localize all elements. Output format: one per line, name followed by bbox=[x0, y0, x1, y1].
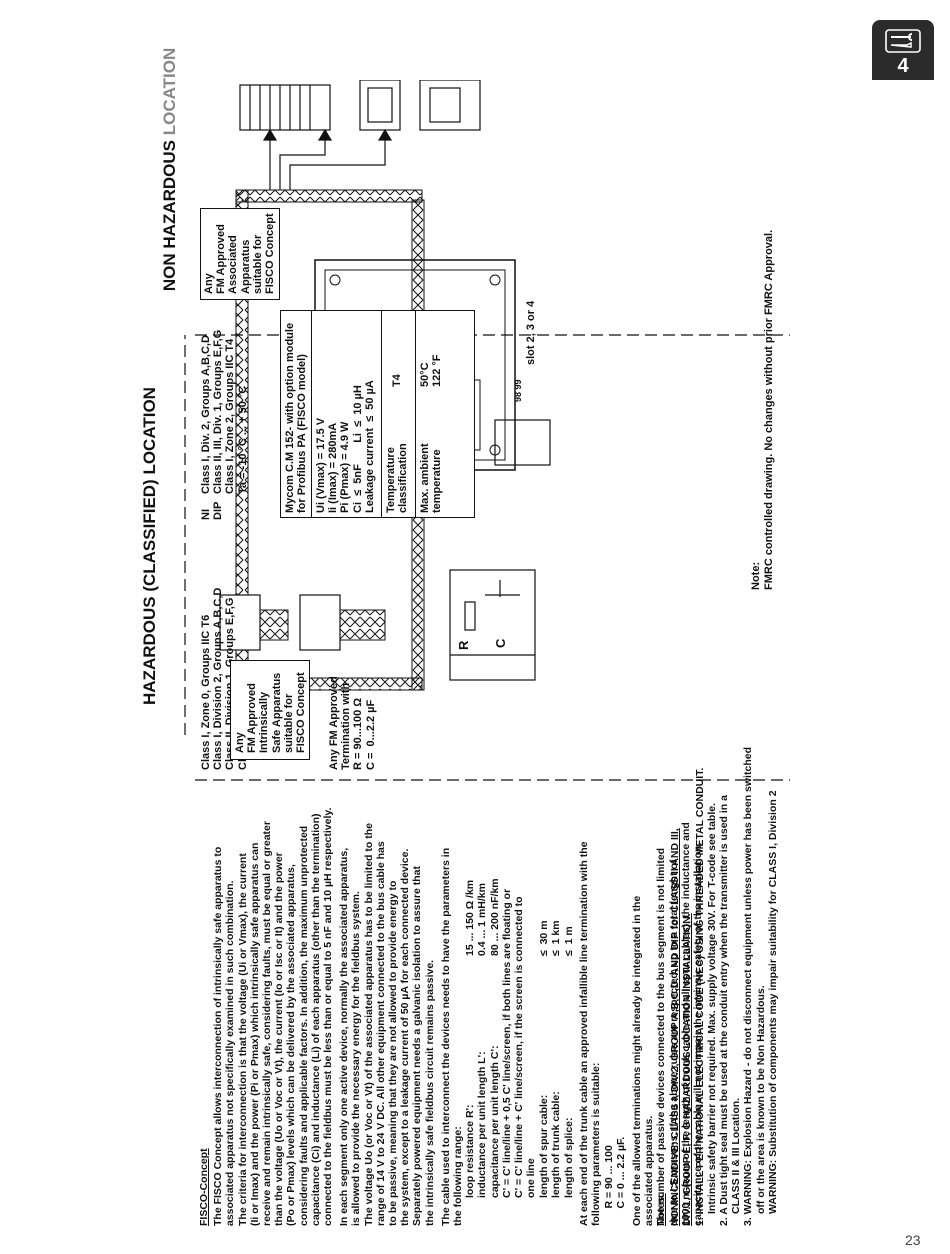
note-1a: 1. INSTALL PER NATIONAL ELECTRICAL CODE … bbox=[693, 767, 706, 1226]
zone-heading-hazardous: HAZARDOUS (CLASSIFIED) LOCATION bbox=[140, 387, 159, 705]
rotated-drawing-sheet: HAZARDOUS (CLASSIFIED) LOCATION NON HAZA… bbox=[100, 48, 800, 1240]
fm-associated-apparatus-box: Any FM Approved Associated Apparatus sui… bbox=[200, 208, 280, 300]
notes-underlined-1: NONINCENDIVE: CLASS I, DIV.2, GROUP A,B,… bbox=[669, 828, 682, 1226]
spur-cable-termination bbox=[334, 609, 386, 641]
mycom-title: Mycom C.M 152- with option module for Pr… bbox=[284, 322, 309, 513]
junction-box-termination bbox=[299, 594, 341, 651]
page-number: 23 bbox=[905, 1232, 921, 1248]
note-2a: 2. A Dust tight seal must be used at the… bbox=[718, 795, 731, 1226]
junction-box-mycom bbox=[494, 419, 551, 466]
note-2b: CLASS II & III Location. bbox=[730, 1097, 743, 1214]
note-3b: off or the area is known to be Non Hazar… bbox=[754, 985, 767, 1214]
fmrc-note-heading: Note: bbox=[750, 561, 762, 590]
notes-underlined-2: DIV.1, GROUP E, F, G HAZARDOUS LOCATION … bbox=[681, 913, 694, 1226]
cable-lengths: length of spur cable: length of trunk ca… bbox=[538, 1091, 575, 1198]
class-right-list: Class I, Div. 2, Groups A,B,C,D Class II… bbox=[200, 329, 249, 494]
rc-label-c: C bbox=[493, 638, 508, 648]
fmrc-note-text: FMRC controlled drawing. No changes with… bbox=[763, 229, 775, 590]
fisco-paragraph-4: At each end of the trunk cable an approv… bbox=[578, 841, 627, 1226]
ambient-value: 50°C 122 °F bbox=[419, 354, 444, 387]
note-3a: 3. WARNING: Explosion Hazard - do not di… bbox=[742, 747, 755, 1226]
laptop-drawing bbox=[359, 80, 401, 131]
fisco-paragraph-2: In each segment only one active device, … bbox=[338, 823, 436, 1226]
fisco-concept-text: FISCO-Concept The FISCO Concept allows i… bbox=[198, 806, 704, 1226]
section-number: 4 bbox=[897, 55, 909, 77]
class-right-codes: NI DIP bbox=[200, 501, 225, 520]
fisco-paragraph-3: The cable used to interconnect the devic… bbox=[439, 847, 465, 1226]
wrench-screwdriver-icon bbox=[885, 29, 921, 53]
rc-label-r: R bbox=[456, 640, 471, 650]
fm-is-apparatus-box: Any FM Approved Intrinsically Safe Appar… bbox=[230, 660, 310, 760]
mycom-params: Ui (Vmax) = 17.5 V Ii (Imax) = 280mA Pi … bbox=[315, 380, 376, 513]
mycom-spec-box: Mycom C.M 152- with option module for Pr… bbox=[280, 310, 475, 518]
cable-length-values: ≤ 30 m ≤ 1 km ≤ 1 m bbox=[538, 920, 575, 956]
temp-class-value: T4 bbox=[391, 374, 403, 387]
fisco-heading: FISCO-Concept bbox=[198, 1148, 210, 1226]
ambient-label: Max. ambient temperature bbox=[419, 443, 444, 513]
note-1b: Intrinsic safety barrier not required. M… bbox=[705, 803, 718, 1214]
plc-rack-drawing bbox=[239, 84, 331, 131]
cable-parameter-values: 15 ... 150 Ω /km 0.4 ... 1 mH/km 80 ... … bbox=[464, 878, 501, 956]
zone-heading-non-hazardous: NON HAZARDOUS LOCATION bbox=[160, 47, 179, 292]
junction-box-fm-apparatus bbox=[219, 594, 261, 651]
notes-block: Notes: NONINCENDIVE: CLASS I, DIV.2, GRO… bbox=[655, 747, 779, 1226]
section-tab: 4 bbox=[872, 20, 934, 80]
fisco-paragraph-1: The FISCO Concept allows interconnection… bbox=[212, 807, 335, 1226]
slot-label: slot 2, 3 or 4 bbox=[525, 300, 537, 365]
host-arrows bbox=[262, 128, 393, 190]
note-3c: WARNING: Substitution of components may … bbox=[766, 790, 779, 1214]
temp-class-label: Temperature classification bbox=[385, 443, 410, 513]
workstation-drawing bbox=[419, 80, 481, 131]
notes-heading: Notes: bbox=[655, 1193, 667, 1226]
termination-text: Any FM Approved Termination with R = 90.… bbox=[328, 676, 377, 770]
terminal-pins: 98 99 bbox=[513, 379, 523, 402]
rc-termination-schematic bbox=[449, 569, 536, 681]
